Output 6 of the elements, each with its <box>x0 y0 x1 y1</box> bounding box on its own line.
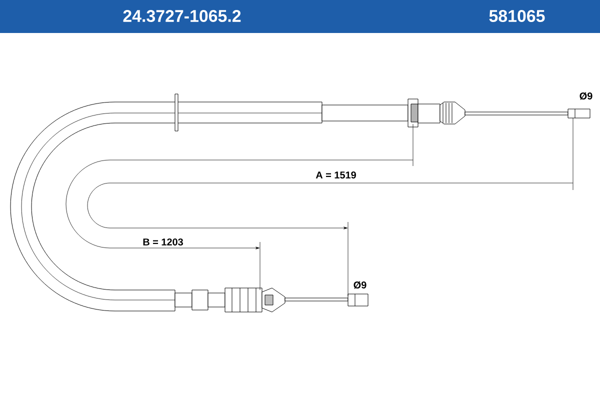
dimension-label: B = 1203 <box>143 238 183 246</box>
part-number: 24.3727-1065.2 <box>123 10 241 22</box>
diameter-label: Ø9 <box>354 281 366 289</box>
part-number: 581065 <box>489 10 545 22</box>
dimension-label: A = 1519 <box>316 171 356 179</box>
diameter-label: Ø9 <box>580 92 592 100</box>
